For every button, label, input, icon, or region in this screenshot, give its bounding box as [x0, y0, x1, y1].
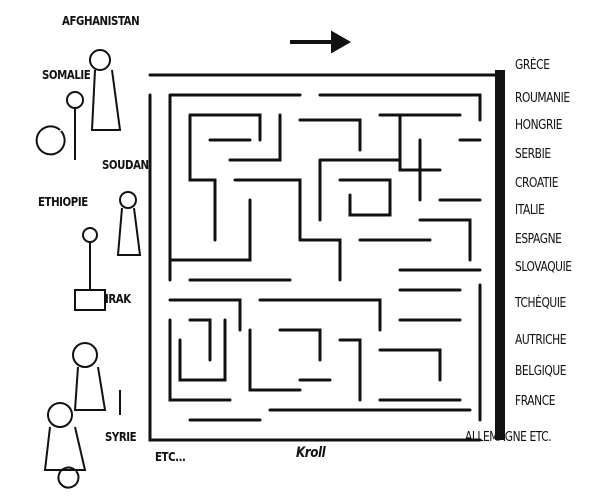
- destination-label: HONGRIE: [515, 118, 563, 133]
- origin-label: ETHIOPIE: [38, 195, 88, 209]
- origin-label: AFGHANISTAN: [62, 14, 140, 28]
- destination-label: TCHÉQUIE: [515, 296, 566, 311]
- destination-label: SERBIE: [515, 147, 551, 162]
- destination-label: SLOVAQUIE: [515, 260, 572, 275]
- destination-label: AUTRICHE: [515, 333, 567, 348]
- origin-label: SYRIE: [105, 430, 137, 444]
- destination-label: ITALIE: [515, 203, 545, 218]
- origin-label: SOUDAN: [102, 158, 149, 172]
- destination-label: ESPAGNE: [515, 232, 562, 247]
- signature: Kroll: [296, 445, 326, 461]
- destination-label: CROATIE: [515, 176, 559, 191]
- maze: [148, 73, 502, 442]
- border-wall: [495, 70, 505, 440]
- origins-etc: ETC...: [155, 450, 186, 464]
- origin-label: SOMALIE: [42, 68, 91, 82]
- destination-label: GRÈCE: [515, 58, 550, 73]
- destination-label: FRANCE: [515, 394, 556, 409]
- destination-label: ROUMANIE: [515, 91, 570, 106]
- destination-final: ALLEMAGNE ETC.: [465, 430, 552, 445]
- migrant-figures: [35, 49, 142, 489]
- destination-label: BELGIQUE: [515, 364, 567, 379]
- direction-arrow: [290, 30, 352, 54]
- origin-label: IRAK: [105, 292, 131, 306]
